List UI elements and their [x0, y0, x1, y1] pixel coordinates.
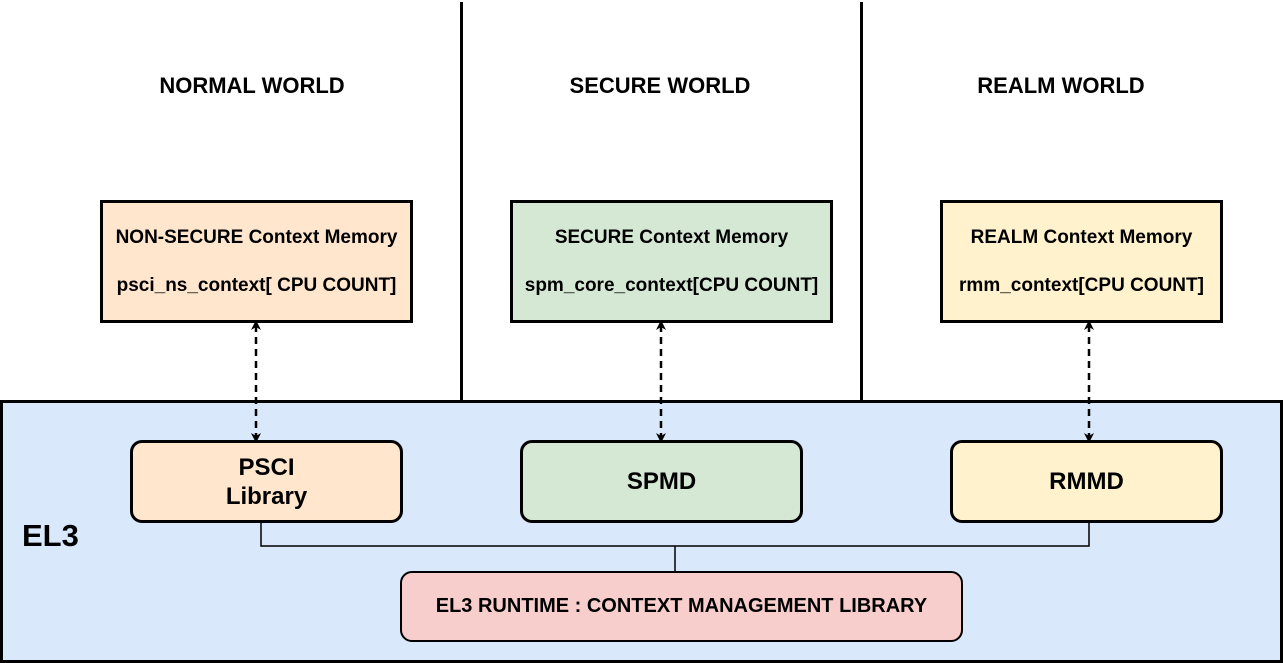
realm-world-title: REALM WORLD — [977, 73, 1145, 98]
psci-library-label-line2: Library — [225, 482, 308, 510]
psci-library-module: PSCI Library — [130, 440, 403, 523]
non-secure-context-memory-box: NON-SECURE Context Memory psci_ns_contex… — [100, 200, 413, 323]
secure-context-memory-array: spm_core_context[CPU COUNT] — [524, 274, 819, 296]
world-divider-normal-secure — [460, 2, 463, 400]
non-secure-context-memory-title: NON-SECURE Context Memory — [115, 226, 398, 248]
realm-context-memory-array: rmm_context[CPU COUNT] — [959, 274, 1204, 296]
non-secure-context-memory-array: psci_ns_context[ CPU COUNT] — [116, 274, 397, 296]
rmmd-module: RMMD — [950, 440, 1223, 523]
spmd-module: SPMD — [520, 440, 803, 523]
secure-context-memory-box: SECURE Context Memory spm_core_context[C… — [510, 200, 833, 323]
spmd-label: SPMD — [626, 468, 697, 495]
el3-runtime-label: EL3 RUNTIME : CONTEXT MANAGEMENT LIBRARY — [435, 595, 928, 617]
rmmd-label: RMMD — [1049, 468, 1124, 495]
realm-context-memory-box: REALM Context Memory rmm_context[CPU COU… — [940, 200, 1223, 323]
realm-context-memory-title: REALM Context Memory — [970, 226, 1193, 248]
psci-library-label-line1: PSCI — [238, 453, 295, 481]
el3-label: EL3 — [22, 518, 79, 553]
secure-context-memory-title: SECURE Context Memory — [554, 226, 789, 248]
secure-world-title: SECURE WORLD — [569, 73, 751, 98]
world-divider-secure-realm — [860, 2, 863, 400]
normal-world-title: NORMAL WORLD — [159, 73, 345, 98]
el3-runtime-context-management-library: EL3 RUNTIME : CONTEXT MANAGEMENT LIBRARY — [400, 571, 963, 642]
